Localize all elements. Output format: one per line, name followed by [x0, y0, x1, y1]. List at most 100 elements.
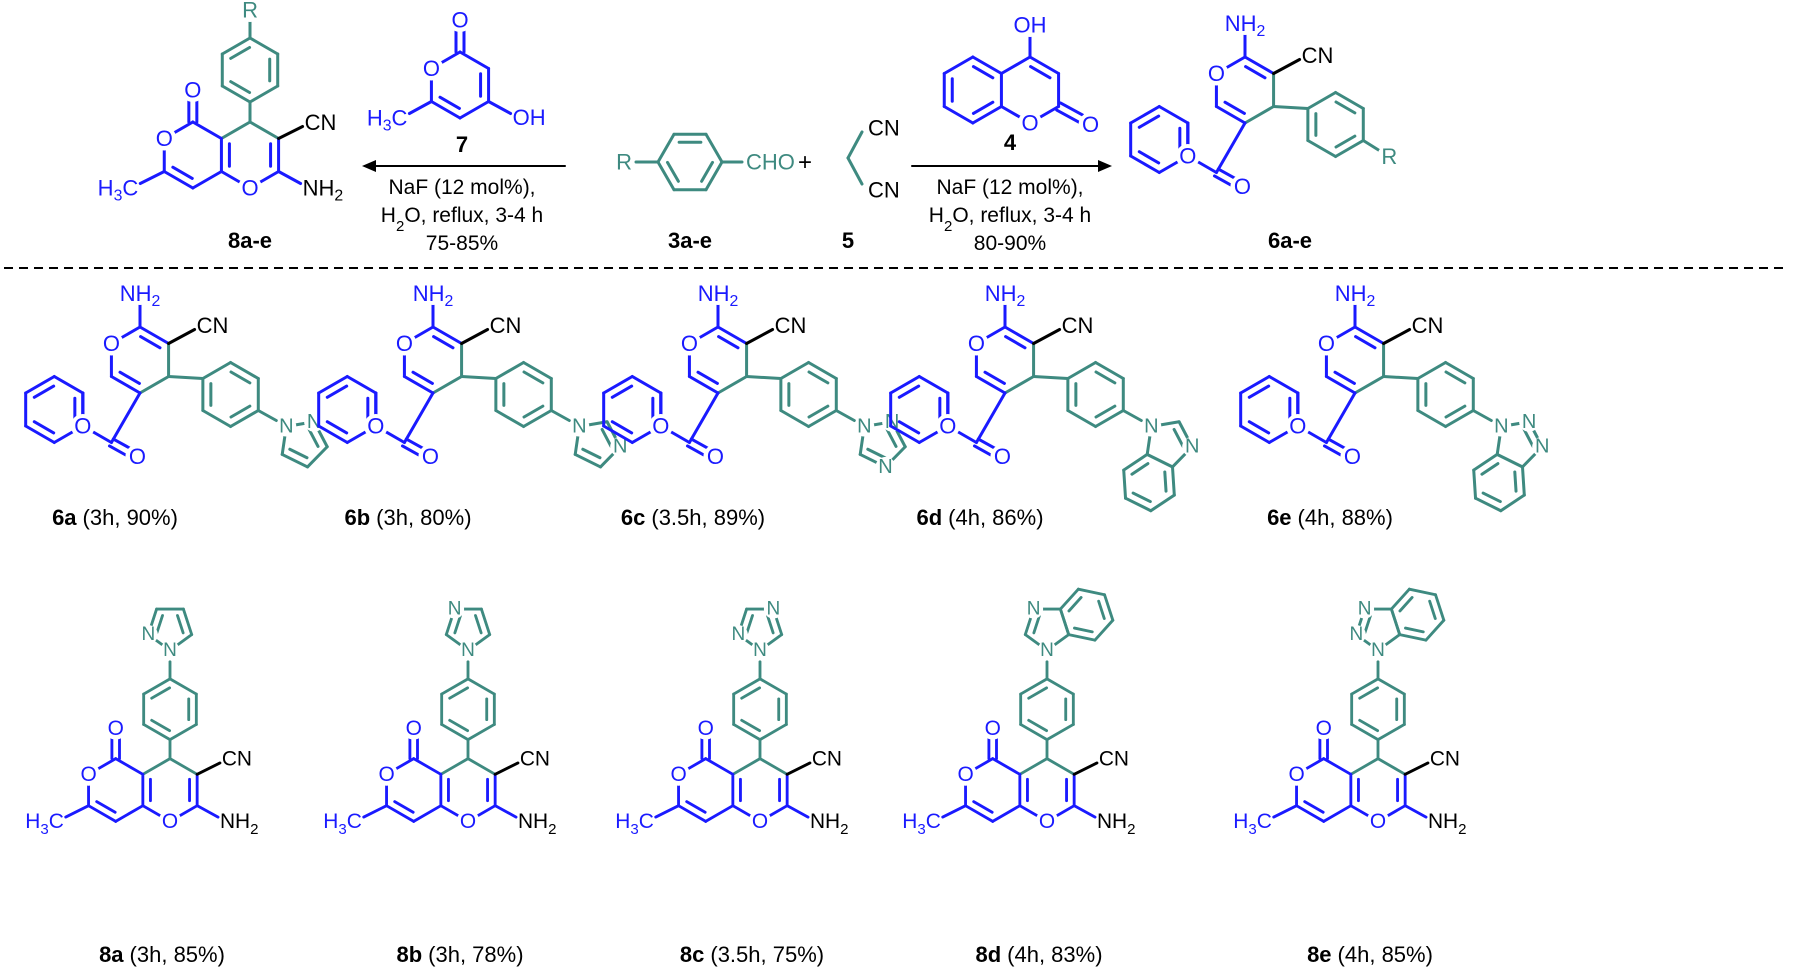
- right-condition-yield: 80-90%: [974, 232, 1046, 255]
- ring-oxygen: O: [1179, 144, 1196, 169]
- substituent-r: R: [616, 150, 632, 175]
- ring-oxygen: O: [1208, 61, 1225, 86]
- carbonyl-oxygen: O: [406, 717, 422, 740]
- caption-8c: 8c(3.5h, 75%): [680, 942, 824, 967]
- ring-oxygen: O: [1039, 810, 1055, 833]
- amino-group: NH2: [1335, 281, 1376, 311]
- ring-oxygen: O: [939, 414, 956, 439]
- reaction-detail: (4h, 85%): [1338, 942, 1433, 967]
- amino-group: NH2: [985, 281, 1026, 311]
- nitrile-group: CN: [1062, 313, 1094, 338]
- right-reaction-arrow: [911, 160, 1112, 172]
- nitrile-group: CN: [520, 748, 550, 771]
- nitrogen-atom: N: [163, 640, 177, 661]
- methyl-group: H3C: [367, 105, 408, 135]
- amino-group: NH2: [518, 809, 557, 838]
- methyl-group: H3C: [25, 809, 64, 838]
- nitrogen-atom: N: [141, 624, 155, 645]
- nitrogen-atom: N: [613, 436, 627, 458]
- nitrogen-atom: N: [857, 416, 871, 438]
- compound-id: 8a: [99, 942, 124, 967]
- nitrile-group: CN: [222, 748, 252, 771]
- nitrogen-atom: N: [461, 640, 475, 661]
- right-condition-catalyst: NaF (12 mol%),: [936, 176, 1083, 199]
- caption-6a: 6a(3h, 90%): [52, 505, 178, 530]
- product-8-label: 8a-e: [228, 228, 272, 253]
- caption-8b: 8b(3h, 78%): [396, 942, 523, 967]
- caption-6e: 6e(4h, 88%): [1267, 505, 1393, 530]
- ring-oxygen: O: [1288, 763, 1304, 786]
- reaction-detail: (4h, 83%): [1007, 942, 1102, 967]
- carbonyl-oxygen: O: [985, 717, 1001, 740]
- compound-id: 6a: [52, 505, 77, 530]
- product-6-label: 6a-e: [1268, 228, 1312, 253]
- plus-sign: +: [798, 149, 812, 176]
- nitrile-group: CN: [775, 313, 807, 338]
- reagent-7-label: 7: [456, 132, 468, 157]
- substituent-r: R: [242, 0, 258, 23]
- ring-oxygen: O: [162, 810, 178, 833]
- ring-oxygen: O: [460, 810, 476, 833]
- nitrogen-atom: N: [1040, 640, 1054, 661]
- methyl-group: H3C: [902, 809, 941, 838]
- reaction-detail: (3.5h, 75%): [710, 942, 824, 967]
- carbonyl-oxygen: O: [1082, 112, 1099, 137]
- ring-oxygen: O: [80, 763, 96, 786]
- amino-group: NH2: [810, 809, 849, 838]
- amino-group: NH2: [698, 281, 739, 311]
- ring-oxygen: O: [752, 810, 768, 833]
- carbonyl-oxygen: O: [451, 8, 468, 33]
- ring-oxygen: O: [681, 331, 698, 356]
- carbonyl-oxygen: O: [108, 717, 124, 740]
- nitrogen-atom: N: [1371, 640, 1385, 661]
- amino-group: NH2: [413, 281, 454, 311]
- malononitrile-label: 5: [842, 228, 854, 253]
- amino-group: NH2: [1097, 809, 1136, 838]
- reaction-detail: (3.5h, 89%): [651, 505, 765, 530]
- nitrile-group: CN: [1430, 748, 1460, 771]
- caption-8d: 8d(4h, 83%): [975, 942, 1102, 967]
- methyl-group: H3C: [1233, 809, 1272, 838]
- compound-id: 6c: [621, 505, 645, 530]
- left-condition-solvent: H2O, reflux, 3-4 h: [381, 204, 543, 235]
- nitrogen-atom: N: [1144, 416, 1158, 438]
- nitrogen-atom: N: [878, 456, 892, 478]
- methyl-group: H3C: [323, 809, 362, 838]
- nitrile-group: CN: [812, 748, 842, 771]
- nitrile-group: CN: [305, 110, 337, 135]
- nitrogen-atom: N: [753, 640, 767, 661]
- nitrile-group: CN: [868, 116, 900, 141]
- hydroxyl-group: OH: [1014, 13, 1047, 38]
- carbonyl-oxygen: O: [1316, 717, 1332, 740]
- compound-id: 6d: [916, 505, 942, 530]
- methyl-group: H3C: [615, 809, 654, 838]
- carbonyl-oxygen: O: [1344, 444, 1361, 469]
- ring-oxygen: O: [423, 56, 440, 81]
- carbonyl-oxygen: O: [422, 444, 439, 469]
- aldehyde-label: 3a-e: [668, 228, 712, 253]
- ring-oxygen: O: [367, 414, 384, 439]
- compound-id: 8b: [396, 942, 422, 967]
- nitrogen-atom: N: [1535, 436, 1549, 458]
- nitrile-group: CN: [490, 313, 522, 338]
- nitrogen-atom: N: [1027, 599, 1041, 620]
- reaction-detail: (3h, 90%): [83, 505, 178, 530]
- compound-id: 8e: [1307, 942, 1331, 967]
- left-condition-yield: 75-85%: [426, 232, 498, 255]
- reaction-detail: (4h, 86%): [948, 505, 1043, 530]
- nitrogen-atom: N: [1522, 411, 1536, 433]
- right-condition-solvent: H2O, reflux, 3-4 h: [929, 204, 1091, 235]
- substituent-r: R: [1381, 144, 1397, 169]
- ring-oxygen: O: [396, 331, 413, 356]
- ring-oxygen: O: [74, 414, 91, 439]
